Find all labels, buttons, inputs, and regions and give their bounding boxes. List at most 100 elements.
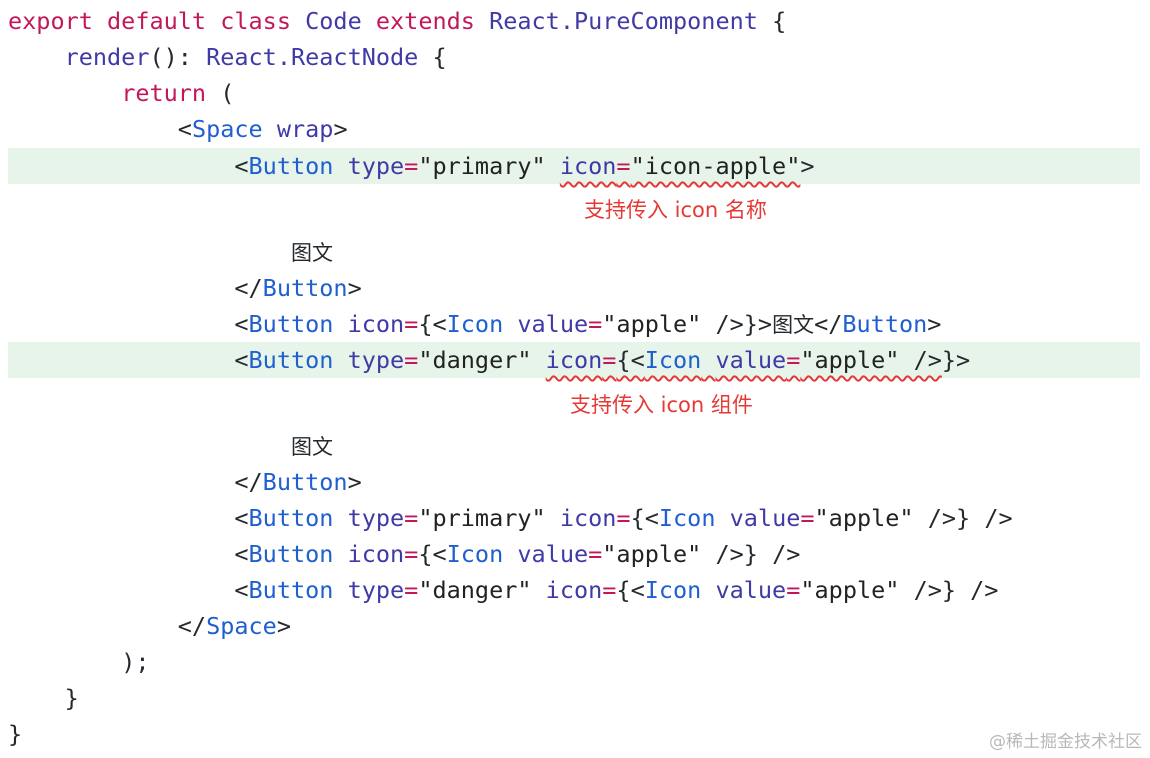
jsx-attr: type <box>347 576 405 604</box>
jsx-attr: icon <box>347 310 405 338</box>
jsx-tag: Button <box>248 310 334 338</box>
jsx-tag: Button <box>248 346 334 374</box>
operator: = <box>404 576 419 604</box>
punctuation: > <box>927 310 942 338</box>
annotation-icon-name: 支持传入 icon 名称 <box>584 198 767 222</box>
punctuation: < <box>234 504 249 532</box>
jsx-tag: Space <box>206 612 277 640</box>
brace: { <box>772 7 787 35</box>
operator: = <box>616 152 631 180</box>
punctuation: </ <box>814 310 843 338</box>
punctuation: } <box>64 684 79 712</box>
operator: = <box>616 504 631 532</box>
jsx-tag: Button <box>842 310 928 338</box>
operator: = <box>602 346 617 374</box>
code-line: 图文 <box>8 428 333 464</box>
jsx-tag: Button <box>262 468 348 496</box>
jsx-attr: value <box>517 310 589 338</box>
punctuation: />} /> <box>899 576 999 604</box>
code-line: render(): React.ReactNode { <box>8 39 447 75</box>
punctuation: />} /> <box>701 540 801 568</box>
jsx-tag: Icon <box>644 346 702 374</box>
operator: = <box>404 152 419 180</box>
jsx-attr: type <box>347 152 405 180</box>
jsx-tag: Button <box>248 540 334 568</box>
punctuation: {< <box>616 346 645 374</box>
operator: = <box>588 540 603 568</box>
punctuation: />}> <box>701 310 773 338</box>
punctuation: > <box>333 115 348 143</box>
punctuation: {< <box>418 540 447 568</box>
code-line: } <box>8 716 22 752</box>
string-literal: "primary" <box>418 152 546 180</box>
punctuation: < <box>177 115 192 143</box>
punctuation: } <box>8 720 23 748</box>
string-literal: "apple" <box>800 576 900 604</box>
button-text: 图文 <box>772 313 815 337</box>
punctuation: {< <box>616 576 645 604</box>
code-line: <Space wrap> <box>8 111 348 147</box>
code-line: export default class Code extends React.… <box>8 3 786 39</box>
jsx-tag: Icon <box>446 540 504 568</box>
operator: = <box>786 576 801 604</box>
jsx-tag: Icon <box>658 504 716 532</box>
string-literal: "apple" <box>814 504 914 532</box>
return-type: React.ReactNode <box>206 43 419 71</box>
code-line-highlighted: <Button type="danger" icon={<Icon value=… <box>8 342 970 378</box>
jsx-attr: icon <box>559 152 617 180</box>
jsx-attr: value <box>715 576 787 604</box>
punctuation: (): <box>149 43 192 71</box>
code-line: </Space> <box>8 608 291 644</box>
code-line: <Button type="danger" icon={<Icon value=… <box>8 572 998 608</box>
watermark: @稀土掘金技术社区 <box>989 732 1142 752</box>
code-line: <Button type="primary" icon={<Icon value… <box>8 500 1013 536</box>
punctuation: > <box>276 612 291 640</box>
punctuation: < <box>234 540 249 568</box>
wavy-underline: icon={<Icon value="apple" /> <box>546 346 942 374</box>
string-literal: "apple" <box>602 540 702 568</box>
punctuation: {< <box>418 310 447 338</box>
string-literal: "danger" <box>418 346 532 374</box>
highlighted-line <box>8 342 1140 378</box>
jsx-tag: Button <box>248 504 334 532</box>
jsx-attr: icon <box>545 346 603 374</box>
punctuation: ); <box>121 648 150 676</box>
string-literal: "danger" <box>418 576 532 604</box>
punctuation: </ <box>234 274 263 302</box>
jsx-attr: icon <box>347 540 405 568</box>
brace: { <box>432 43 447 71</box>
punctuation: {< <box>630 504 659 532</box>
operator: = <box>404 540 419 568</box>
operator: = <box>602 576 617 604</box>
jsx-attr: icon <box>545 576 603 604</box>
code-line: 图文 <box>8 234 333 270</box>
punctuation: < <box>234 310 249 338</box>
punctuation: > <box>800 152 815 180</box>
highlighted-line <box>8 148 1140 184</box>
code-line: <Button icon={<Icon value="apple" />} /> <box>8 536 800 572</box>
punctuation: < <box>234 346 249 374</box>
punctuation: }> <box>941 346 971 374</box>
jsx-attr: wrap <box>276 115 334 143</box>
jsx-attr: type <box>347 504 405 532</box>
punctuation: < <box>234 576 249 604</box>
base-class: React.PureComponent <box>489 7 758 35</box>
punctuation: />} /> <box>913 504 1013 532</box>
operator: = <box>404 346 419 374</box>
jsx-tag: Button <box>248 576 334 604</box>
code-line: </Button> <box>8 464 362 500</box>
punctuation: </ <box>234 468 263 496</box>
annotation-icon-component: 支持传入 icon 组件 <box>570 393 753 417</box>
punctuation: < <box>234 152 249 180</box>
string-literal: "apple" <box>602 310 702 338</box>
code-line-highlighted: <Button type="primary" icon="icon-apple"… <box>8 148 815 184</box>
keyword: return <box>121 79 207 107</box>
button-text: 图文 <box>290 241 333 265</box>
jsx-attr: type <box>347 346 405 374</box>
punctuation: > <box>347 274 362 302</box>
string-literal: "primary" <box>418 504 546 532</box>
punctuation: > <box>347 468 362 496</box>
wavy-underline: icon="icon-apple" <box>560 152 801 180</box>
jsx-attr: value <box>729 504 801 532</box>
